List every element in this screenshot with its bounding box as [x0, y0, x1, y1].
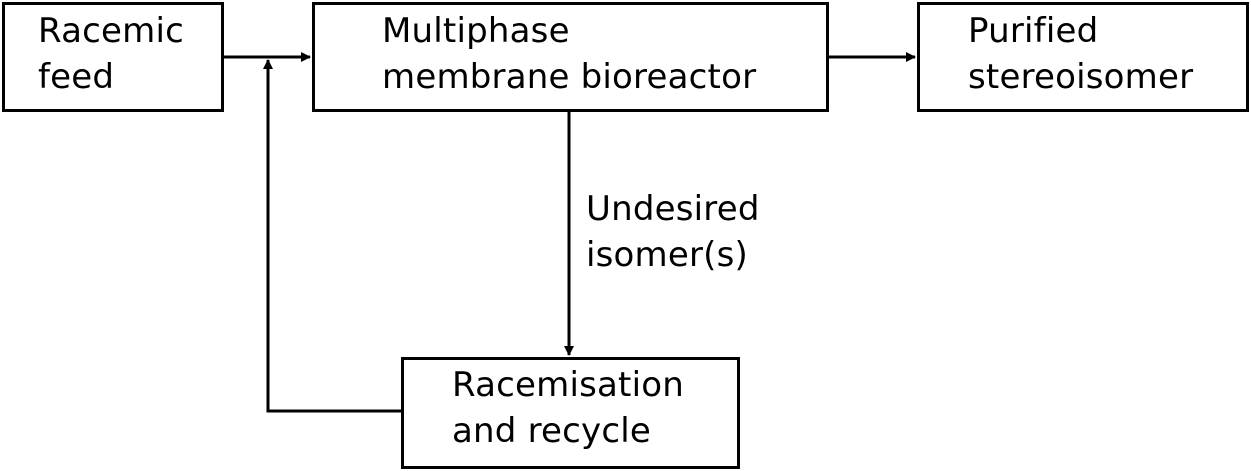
- node-purified-line-1: Purified: [968, 11, 1099, 51]
- edge-label-undesired-isomers: Undesired isomer(s): [586, 186, 760, 278]
- node-racemisation: [401, 357, 740, 469]
- node-bioreactor-label: Multiphase membrane bioreactor: [382, 8, 756, 100]
- node-racemic-feed-label: Racemic feed: [38, 8, 184, 100]
- node-purified-line-2: stereoisomer: [968, 57, 1194, 97]
- edge-label-undesired-line-1: Undesired: [586, 189, 760, 229]
- node-racemic-feed-line-1: Racemic: [38, 11, 184, 51]
- node-bioreactor: [312, 2, 829, 112]
- node-racemic-feed-line-2: feed: [38, 57, 115, 97]
- node-bioreactor-line-1: Multiphase: [382, 11, 570, 51]
- node-bioreactor-line-2: membrane bioreactor: [382, 57, 757, 97]
- node-racemic-feed: [2, 2, 224, 112]
- node-racemisation-line-2: and recycle: [452, 411, 651, 451]
- node-purified-stereoisomer: [917, 2, 1249, 112]
- node-racemisation-label: Racemisation and recycle: [452, 362, 684, 454]
- edge-label-undesired-line-2: isomer(s): [586, 235, 749, 275]
- arrow-recycle-to-feed: [263, 59, 401, 413]
- node-racemisation-line-1: Racemisation: [452, 365, 684, 405]
- node-purified-stereoisomer-label: Purified stereoisomer: [968, 8, 1193, 100]
